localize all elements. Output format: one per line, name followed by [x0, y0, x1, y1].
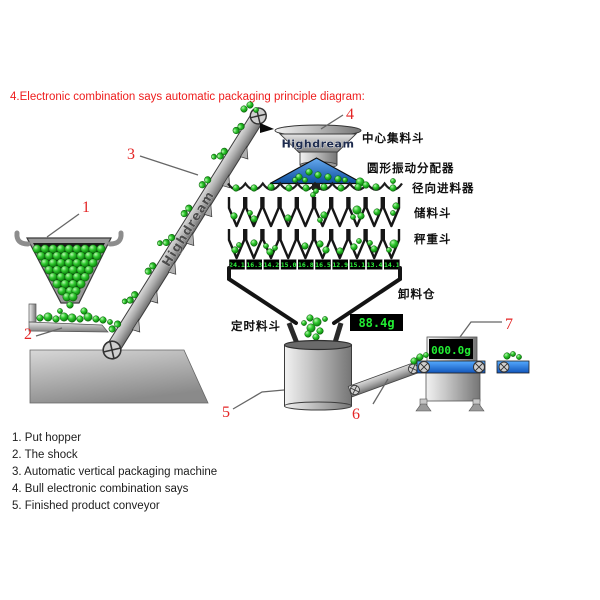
- conveyor-cleats: [131, 145, 249, 333]
- weigh-display: 14.2: [264, 261, 280, 269]
- conveyor-brand-text: Highdream: [159, 188, 218, 269]
- shock-tray: [28, 303, 113, 333]
- weigh-display: 16.3: [246, 261, 262, 269]
- weigh-display: 13.4: [367, 261, 383, 269]
- checkweigher-display: 000.0g: [431, 344, 471, 357]
- label-radial-feeder: 径向进料器: [412, 181, 475, 195]
- callout-5: 5: [222, 404, 230, 421]
- callout-6: 6: [352, 406, 360, 423]
- legend-item-5: 5. Finished product conveyor: [12, 500, 160, 512]
- combined-weight-display: 88.4g: [350, 314, 403, 331]
- callout-2: 2: [24, 326, 32, 343]
- hopper-product-balls: [32, 244, 106, 309]
- tray-product-balls: [36, 307, 113, 325]
- checkweigher-belt: [416, 360, 486, 374]
- weighing-hopper-row: [227, 229, 401, 260]
- callouts: 1 2 3 4 5 6 7: [24, 106, 513, 423]
- legend-item-3: 3. Automatic vertical packaging machine: [12, 466, 217, 478]
- legend-item-2: 2. The shock: [12, 449, 78, 461]
- label-weighing-hopper: 秤重斗: [414, 232, 452, 246]
- callout-7: 7: [505, 316, 513, 333]
- weigh-display: 14.1: [384, 261, 400, 269]
- weigh-display: 16.8: [298, 261, 314, 269]
- weigh-display: 15.0: [281, 261, 297, 269]
- bagger-cylinder: [283, 339, 353, 411]
- center-collecting-hopper: Highdream: [274, 124, 362, 169]
- falling-product-balls: [301, 314, 328, 341]
- legend-item-1: 1. Put hopper: [12, 432, 81, 444]
- vibration-distributor-cone: [269, 157, 364, 198]
- label-discharge-bin: 卸料仓: [398, 287, 436, 301]
- hopper-brand-text: Highdream: [282, 138, 355, 151]
- label-vibration-distributor: 圆形振动分配器: [367, 161, 455, 175]
- storage-hopper-row: [227, 197, 401, 228]
- feed-arrow-icon: [260, 123, 274, 133]
- label-timing-hopper: 定时料斗: [231, 319, 281, 333]
- conveyor-product-balls: [107, 121, 246, 334]
- weigh-display: 15.1: [350, 261, 366, 269]
- page-title: 4.Electronic combination says automatic …: [10, 91, 365, 103]
- legend-list: 1. Put hopper 2. The shock 3. Automatic …: [12, 432, 217, 512]
- callout-1: 1: [82, 199, 90, 216]
- transfer-conveyor: [347, 361, 421, 398]
- discharge-funnel: [227, 266, 402, 325]
- weigh-display: 24.1: [229, 261, 245, 269]
- machine-base-slab: [29, 349, 209, 404]
- legend-item-4: 4. Bull electronic combination says: [12, 483, 189, 495]
- weigh-display: 16.5: [315, 261, 331, 269]
- weigh-display: 12.9: [332, 261, 348, 269]
- callout-4: 4: [346, 106, 354, 123]
- label-storage-hopper: 储料斗: [414, 206, 452, 220]
- checkweigher: 000.0g: [415, 336, 530, 412]
- put-hopper: [14, 230, 124, 309]
- combined-weight-value: 88.4g: [358, 316, 394, 330]
- weigh-display-row: 24.1 16.3 14.2 15.0 16.8 16.5 12.9 15.1 …: [229, 259, 400, 270]
- label-center-collecting-hopper: 中心集料斗: [362, 131, 425, 145]
- callout-3: 3: [127, 146, 135, 163]
- discharge-balls-top: [240, 101, 259, 113]
- radial-feeder-tray: [227, 177, 403, 192]
